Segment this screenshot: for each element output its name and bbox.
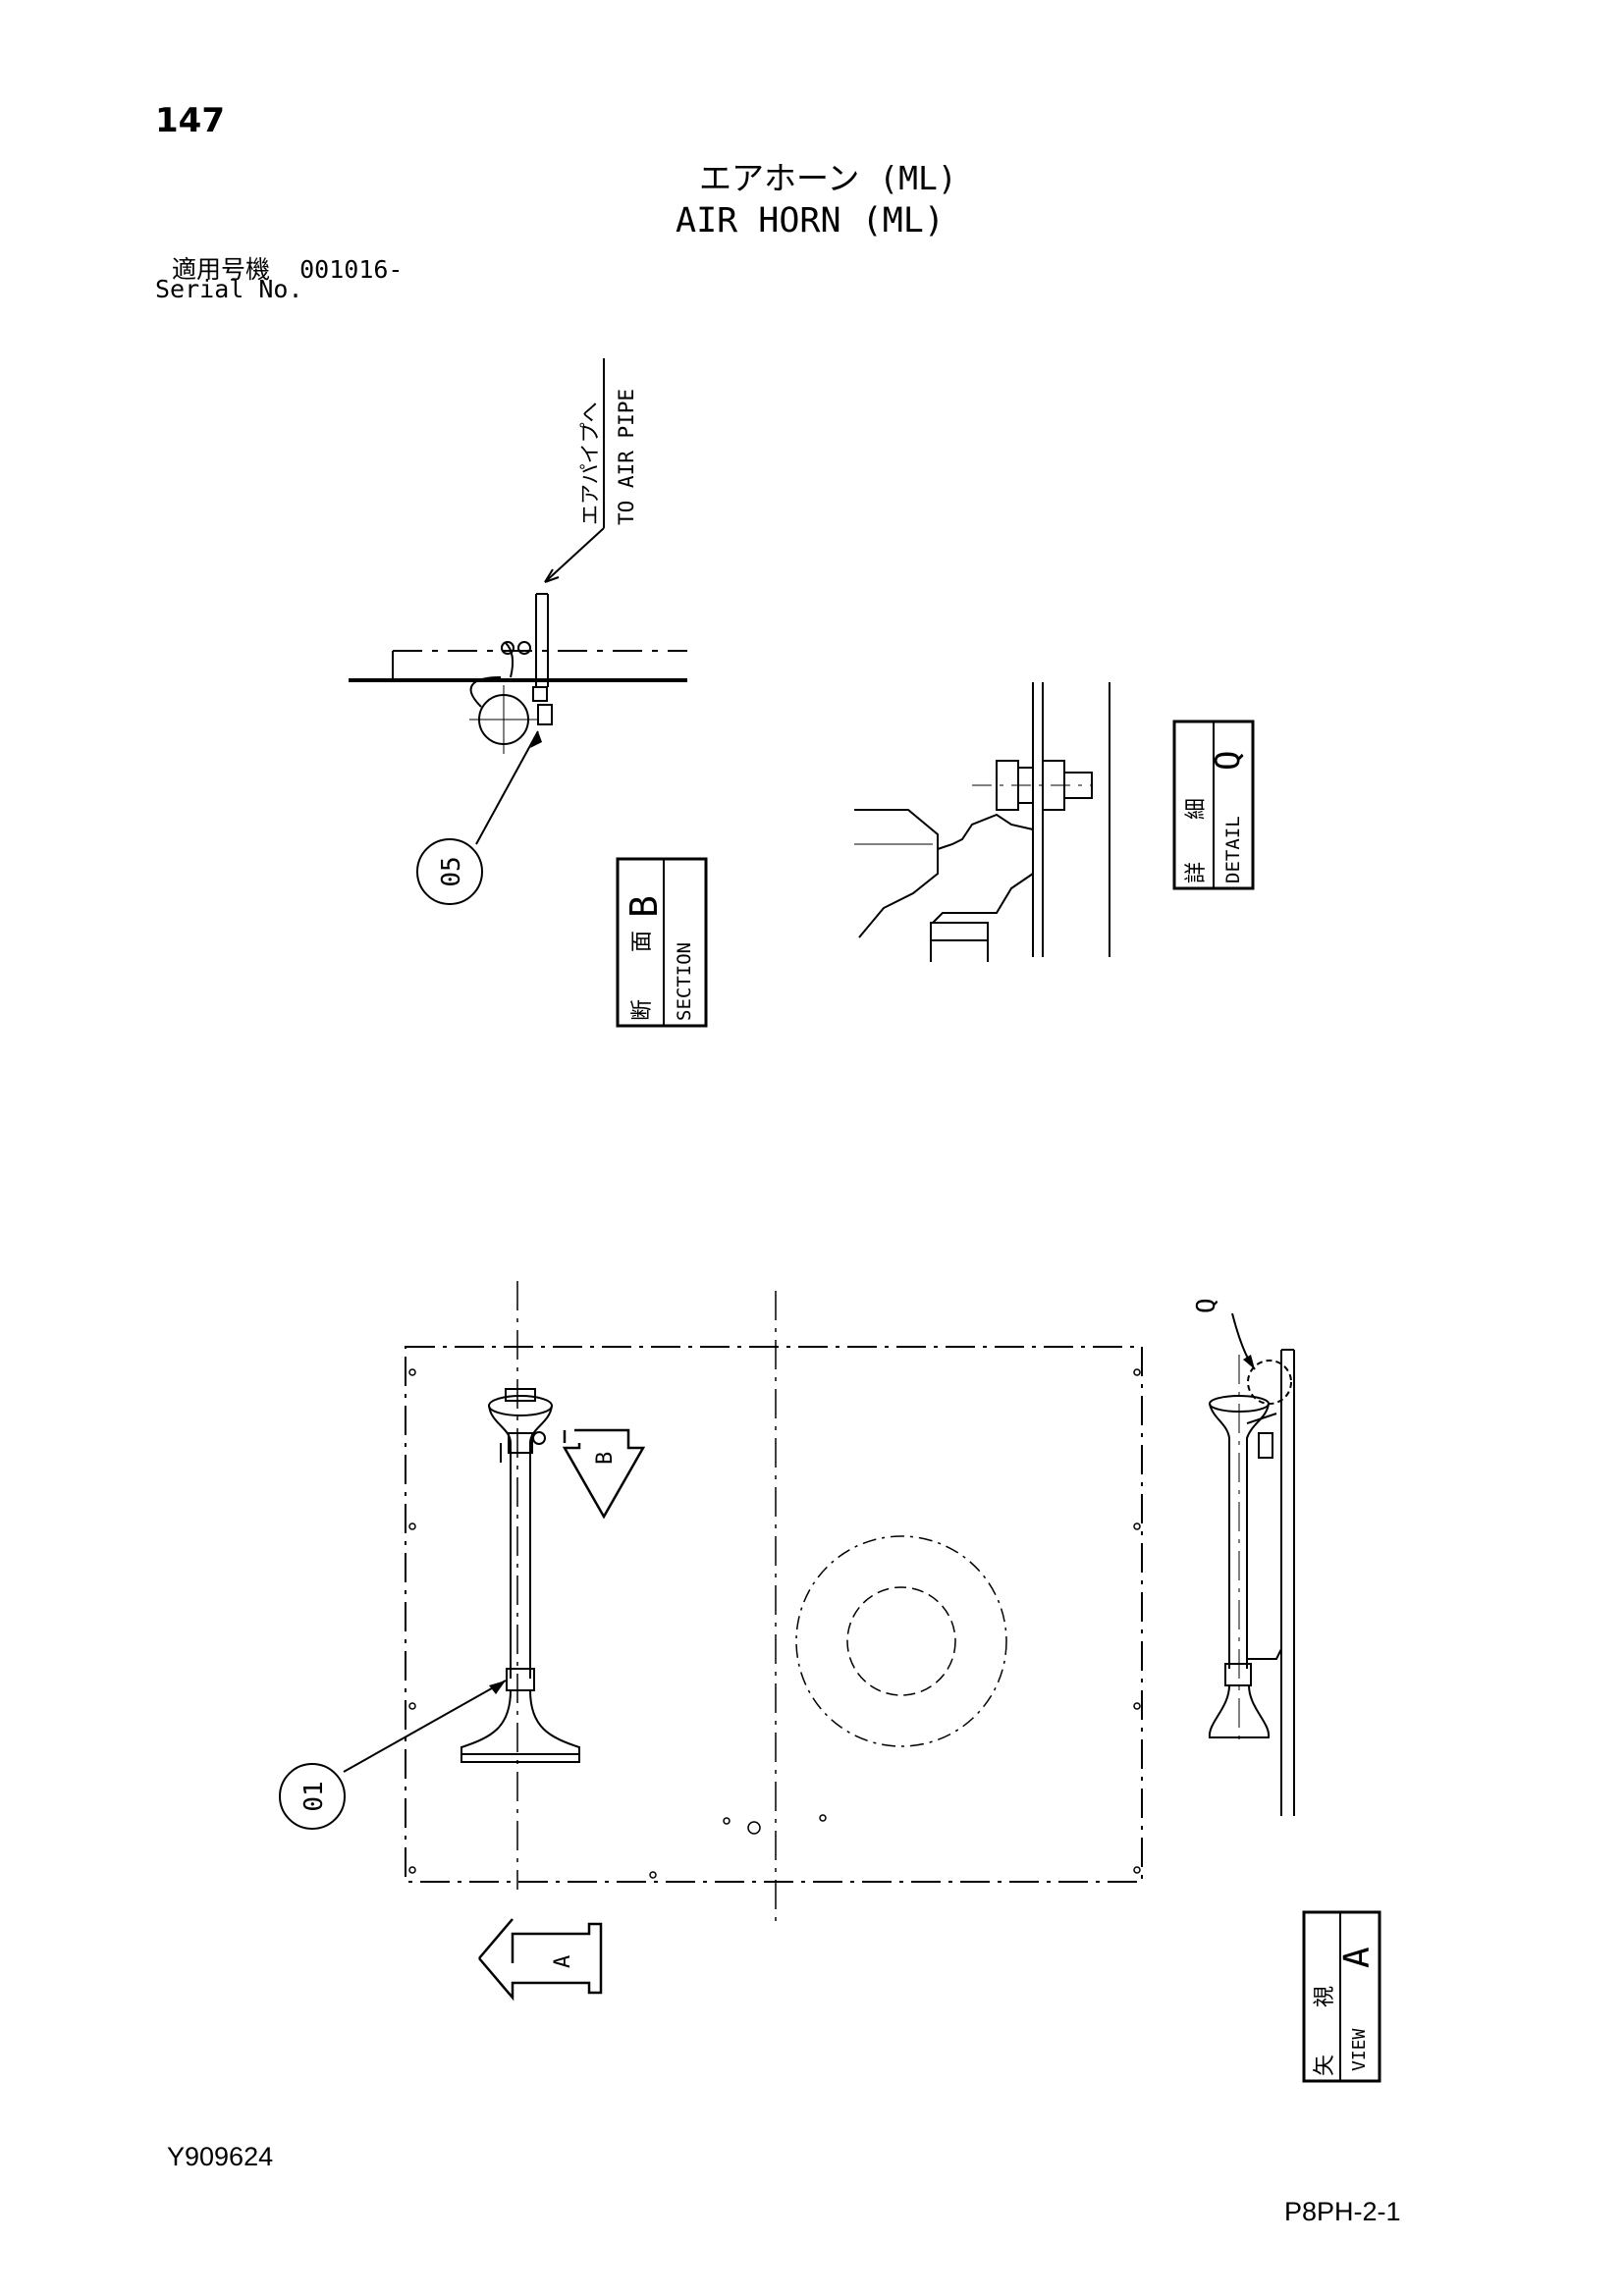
main-plate-view (405, 1281, 1143, 1929)
document-code: Y909624 (167, 2142, 274, 2171)
section-b-kanji-1: 断 (630, 999, 655, 1021)
detail-q-letter: Q (1209, 751, 1248, 771)
part-01-callout: 01 (279, 1680, 507, 1830)
title-japanese: エアホーン (ML) (699, 159, 957, 197)
serial-label-japanese: 適用号機 (172, 255, 271, 284)
view-a-caption: VIEW (1349, 2028, 1370, 2071)
part-01-label: 01 (299, 1781, 329, 1811)
sheet-code: P8PH-2-1 (1284, 2197, 1401, 2226)
air-pipe-label-english: TO AIR PIPE (615, 389, 638, 525)
arrow-a-letter: A (551, 1955, 575, 1968)
page-number: 147 (155, 101, 225, 140)
detail-q-kanji-2: 細 (1184, 798, 1209, 820)
section-b-letter: B (623, 895, 666, 918)
air-pipe-label-japanese: エアパイプへ (578, 401, 602, 525)
view-a-kanji-1: 矢 (1313, 2055, 1337, 2076)
air-horn-front (460, 1388, 580, 1763)
view-a-label-box: 矢 視 A VIEW (1302, 1910, 1381, 2083)
view-a-arrow: A (478, 1918, 603, 2002)
view-a-kanji-2: 視 (1313, 1986, 1337, 2007)
detail-q-kanji-1: 詳 (1184, 862, 1209, 883)
serial-value: 001016- (299, 255, 404, 284)
detail-q-callout: Q (1192, 1298, 1256, 1370)
detail-q-caption: DETAIL (1222, 816, 1244, 883)
air-horn-side-view (1208, 1349, 1295, 1816)
detail-q-label-box: 詳 細 Q DETAIL (1172, 720, 1255, 890)
section-b-kanji-2: 面 (630, 931, 655, 952)
title-english: AIR HORN (ML) (676, 201, 945, 240)
detail-q-callout-letter: Q (1192, 1298, 1221, 1313)
part-05-callout: 05 (416, 730, 542, 905)
view-a-letter: A (1337, 1947, 1378, 1968)
serial-label-english: Serial No. (155, 275, 303, 303)
air-pipe-leader (544, 358, 605, 583)
part-05-label: 05 (437, 856, 466, 886)
detail-q-drawing (854, 682, 1110, 962)
section-b-arrow: B (562, 1428, 646, 1520)
section-b-caption: SECTION (674, 942, 695, 1021)
arrow-b-letter: B (593, 1452, 618, 1465)
section-b-drawing (349, 593, 687, 754)
serial-number-row: 適用号機 001016- (172, 250, 403, 286)
section-b-label-box: 断 面 B SECTION (616, 857, 708, 1028)
